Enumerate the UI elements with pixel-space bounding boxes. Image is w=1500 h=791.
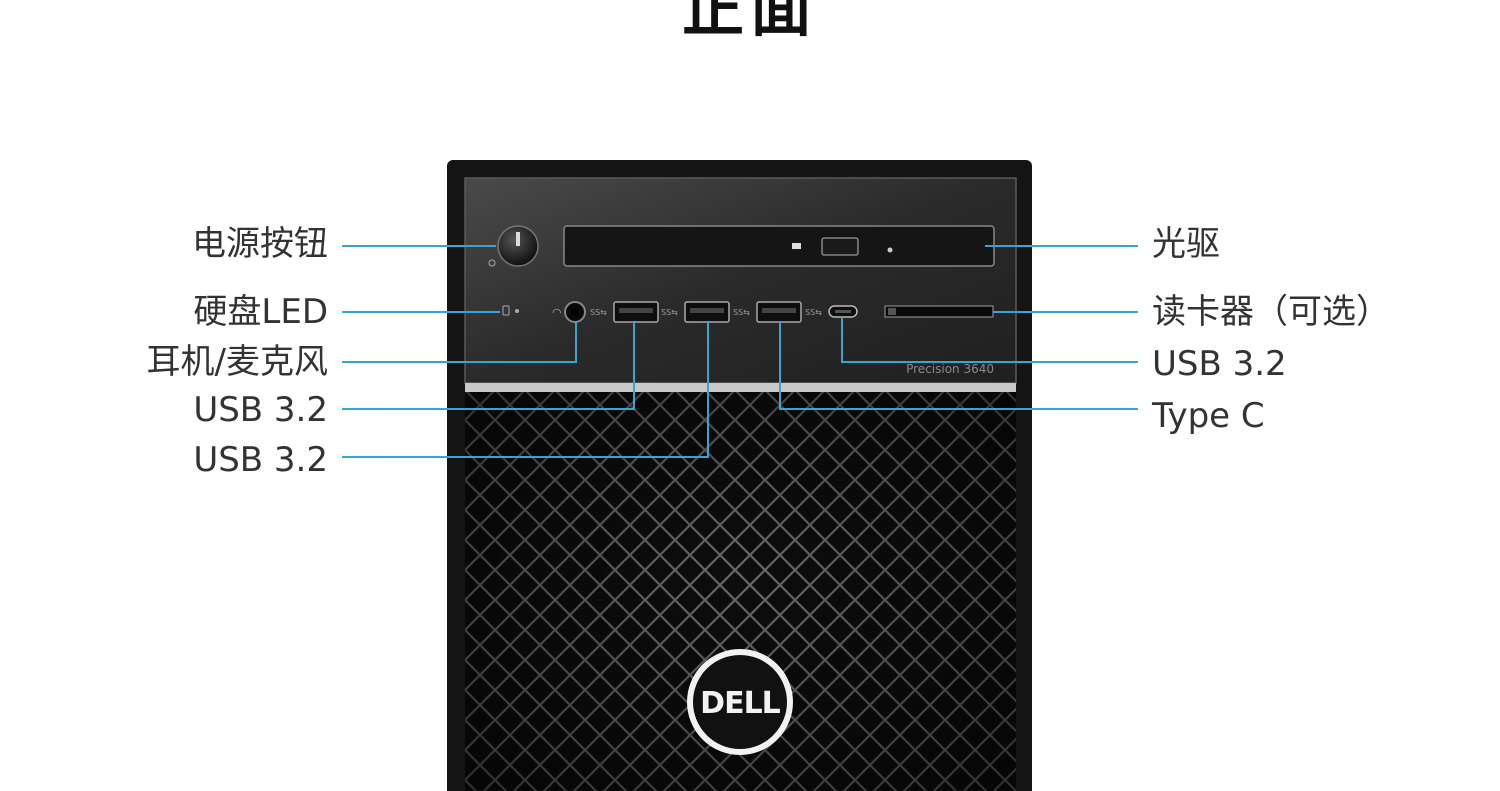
headset-icon: ◠ (552, 306, 562, 319)
leader-usb-a-1 (342, 322, 635, 410)
leader-lines (342, 245, 1138, 458)
model-label: Precision 3640 (906, 362, 994, 376)
silver-trim (465, 383, 1016, 392)
svg-text:SS⇆: SS⇆ (733, 308, 750, 317)
dell-logo: DELL (687, 649, 793, 755)
eject-pinhole-icon (887, 247, 893, 253)
label-usb-c-speed: USB 3.2 (1152, 344, 1287, 384)
dell-logo-text: DELL (700, 686, 781, 721)
label-card-reader: 读卡器（可选） (1152, 292, 1390, 332)
hdd-led-dot (515, 309, 519, 313)
label-power-button: 电源按钮 (192, 224, 328, 264)
leader-usb-a-2 (342, 322, 709, 458)
leader-usb-c-speed (841, 317, 1138, 363)
optical-drive-bay (563, 225, 995, 267)
card-reader-slot (884, 305, 994, 318)
power-symbol-icon (516, 232, 520, 246)
front-io-panel (464, 177, 1017, 384)
svg-text:SS⇆: SS⇆ (661, 308, 678, 317)
usb-a-port-2: SS⇆ (661, 301, 730, 323)
label-audio-jack: 耳机/麦克风 (146, 342, 328, 382)
label-hdd-led: 硬盘LED (193, 292, 328, 332)
leader-type-c (779, 322, 1138, 410)
label-type-c: Type C (1152, 396, 1265, 436)
label-usb-a-1: USB 3.2 (193, 390, 328, 430)
eject-button (821, 237, 859, 256)
usb-c-port: SS⇆ (805, 305, 858, 318)
leader-audio (342, 322, 577, 363)
optical-led-icon (792, 243, 801, 249)
power-indicator-icon (488, 259, 496, 267)
hdd-icon (502, 305, 510, 316)
svg-text:SS⇆: SS⇆ (590, 308, 607, 317)
audio-jack-hole (571, 308, 579, 316)
label-optical-drive: 光驱 (1152, 224, 1220, 264)
sd-card-icon (888, 308, 896, 315)
svg-text:SS⇆: SS⇆ (805, 308, 822, 317)
usb-a-port-1: SS⇆ (590, 301, 659, 323)
page-heading: 正面 (681, 0, 818, 45)
label-usb-a-2: USB 3.2 (193, 440, 328, 480)
